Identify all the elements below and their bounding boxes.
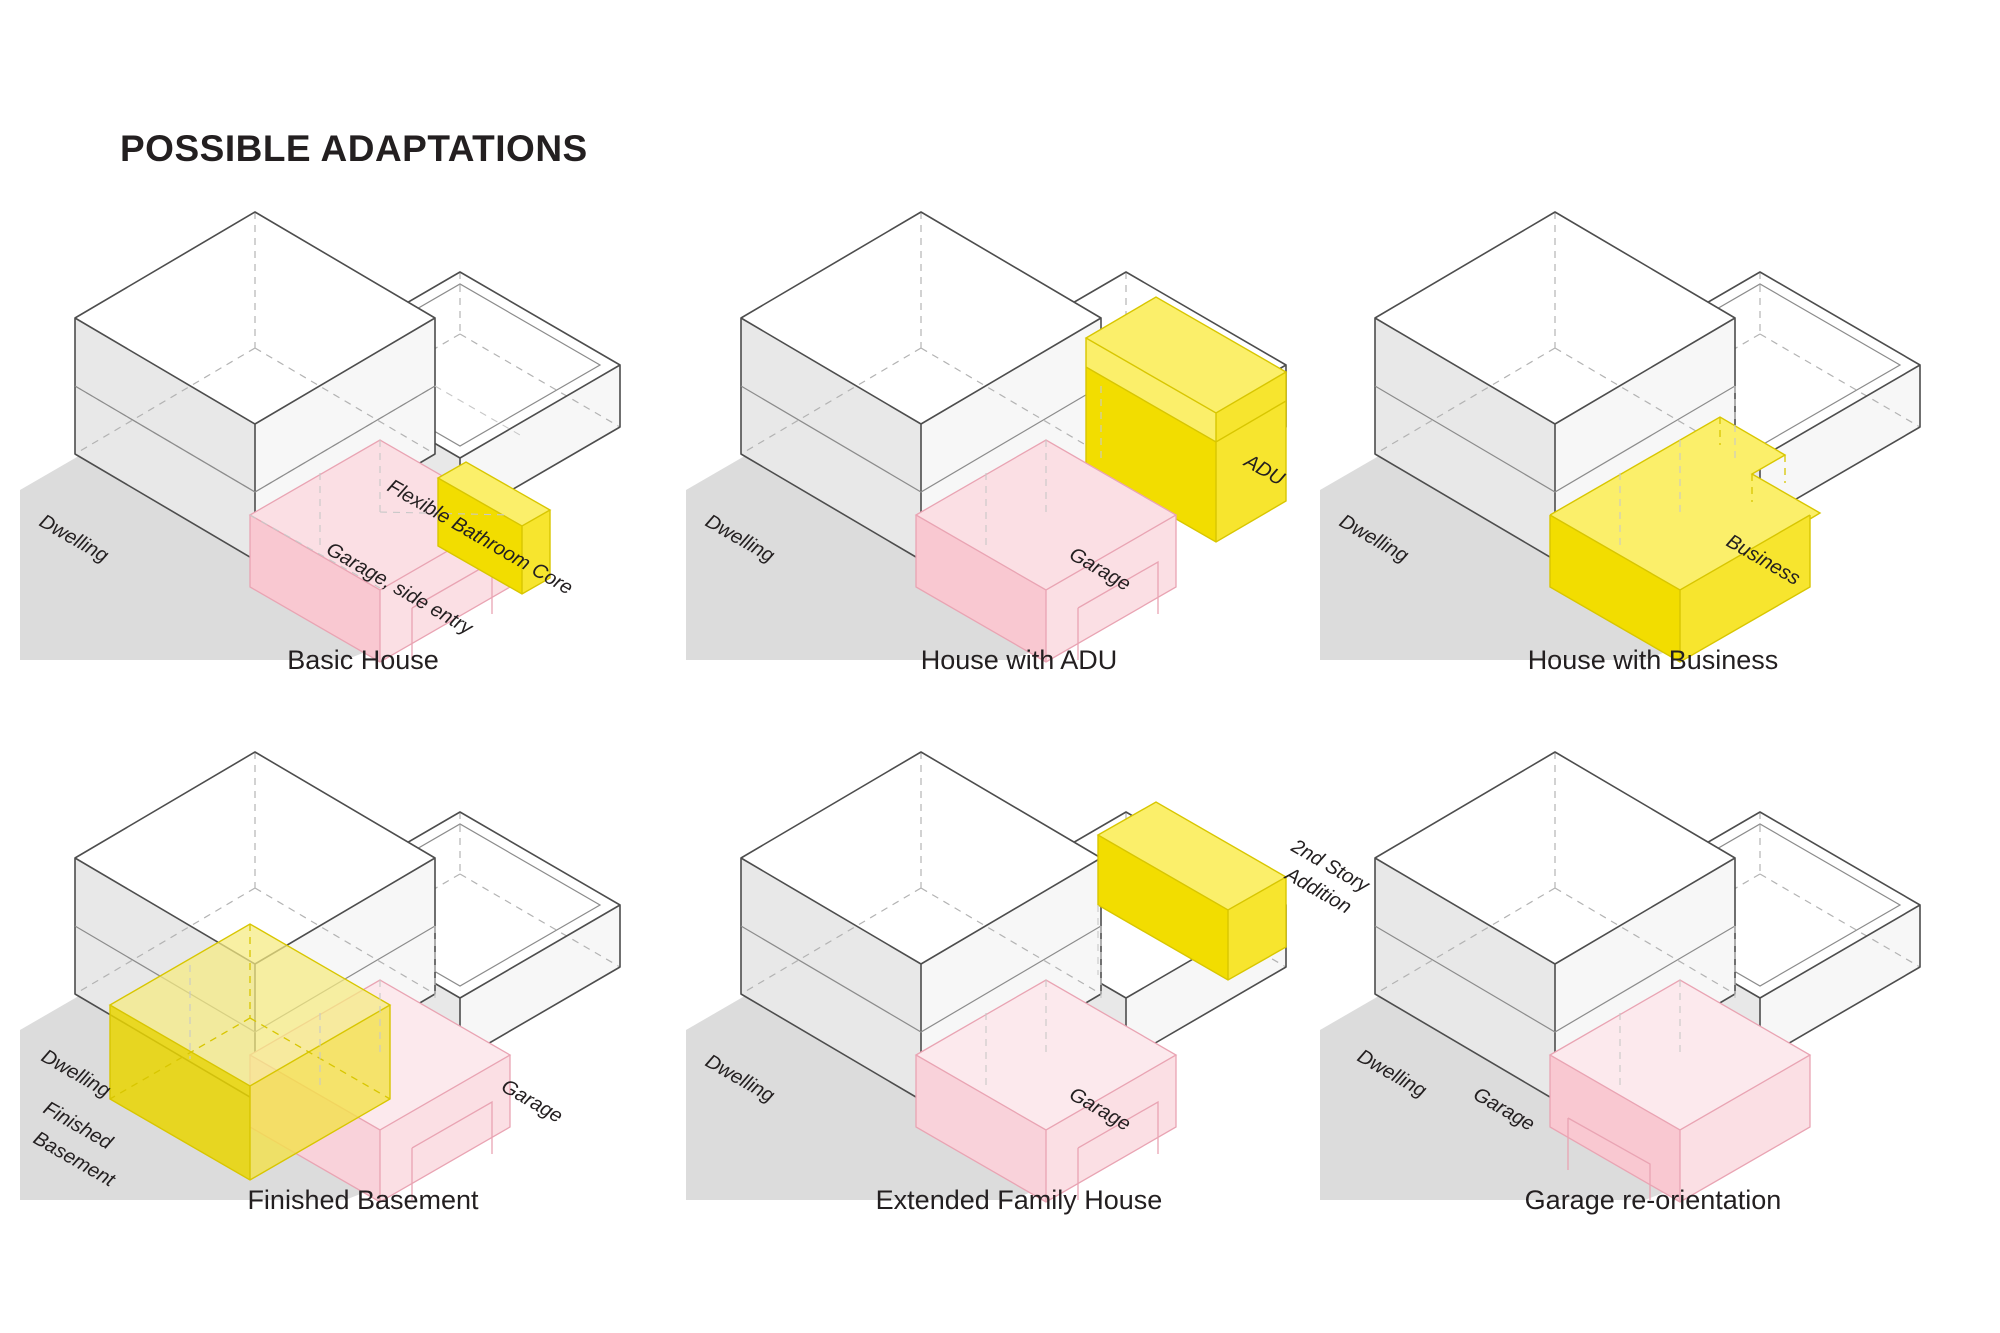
- isometric-diagram-house-with-adu: Dwelling Garage ADU: [686, 190, 1352, 663]
- diagram-card-house-with-adu: Dwelling Garage ADU House with ADU: [686, 190, 1352, 735]
- dwelling-hidden-edges: [1374, 752, 1736, 995]
- garage-left-face: [916, 515, 1046, 662]
- diagram-card-extended-family-house: Dwelling Garage 2nd Story Addition Exten…: [686, 730, 1374, 1275]
- business-hidden-edges: [1719, 417, 1786, 502]
- business-right-face: [1680, 515, 1810, 662]
- addition-left-face: [1098, 835, 1228, 980]
- addition-edges: [1096, 801, 1288, 981]
- business-top-face: [1550, 417, 1820, 590]
- dwelling-floor-line: [740, 925, 1102, 1033]
- diagram-card-basic-house: Dwelling Garage, side entry Flexible Bat…: [20, 190, 686, 735]
- adu-rim-right: [1216, 372, 1286, 442]
- garage-left-face: [250, 515, 380, 662]
- bathcore-right-face: [522, 510, 550, 594]
- garage-door-opening: [411, 1100, 493, 1200]
- dwelling-hidden-edges: [740, 752, 1102, 995]
- wing-right-face: [460, 905, 620, 1060]
- garage-edges: [914, 979, 1178, 1203]
- dwelling-hidden-edges: [740, 212, 1102, 455]
- adaptations-grid: Dwelling Garage, side entry Flexible Bat…: [0, 190, 2000, 1330]
- garage-right-face: [1680, 1055, 1810, 1202]
- bathcore-edges: [436, 461, 552, 595]
- dwelling-floor-line: [1374, 385, 1736, 493]
- isometric-diagram-house-with-business: Dwelling Business: [1320, 190, 1986, 663]
- isometric-diagram-garage-re-orientation: Dwelling Garage: [1320, 730, 1986, 1203]
- adu-top-face-2: [1086, 338, 1216, 442]
- caption-basic-house: Basic House: [287, 645, 439, 675]
- dwelling-floor-line: [1374, 925, 1736, 1033]
- caption-extended-family-house: Extended Family House: [875, 1185, 1163, 1215]
- page-title: POSSIBLE ADAPTATIONS: [120, 128, 588, 169]
- garage-door-opening: [1077, 1100, 1159, 1200]
- basement-edges: [108, 923, 392, 1181]
- adu-top-face: [1086, 297, 1286, 413]
- caption-house-with-business: House with Business: [1527, 645, 1779, 675]
- isometric-diagram-finished-basement: Dwelling Finished Basement Garage: [20, 730, 686, 1203]
- dwelling-floor-line: [74, 385, 436, 493]
- dwelling-hidden-edges: [74, 752, 436, 995]
- dwelling-hidden-edges: [74, 212, 436, 493]
- bathcore-left-face: [438, 478, 522, 594]
- wing-right-face: [1760, 905, 1920, 1060]
- basement-right-face: [250, 1005, 390, 1180]
- garage-edges: [1548, 979, 1812, 1203]
- business-left-face: [1550, 515, 1680, 662]
- caption-garage-re-orientation: Garage re-orientation: [1524, 1185, 1782, 1215]
- adu-right-face: [1216, 401, 1286, 542]
- isometric-diagram-extended-family-house: Dwelling Garage 2nd Story Addition: [686, 730, 1374, 1203]
- caption-finished-basement: Finished Basement: [247, 1185, 479, 1215]
- bathcore-top-face: [438, 462, 550, 526]
- garage-door-opening-reoriented: [1567, 1117, 1651, 1200]
- dwelling-floor-line: [740, 385, 1102, 493]
- guide-hidden-lines: [249, 385, 521, 589]
- diagram-card-garage-re-orientation: Dwelling Garage Garage re-orientation: [1320, 730, 1986, 1275]
- garage-left-face: [916, 1055, 1046, 1202]
- garage-left-face: [1550, 1055, 1680, 1202]
- isometric-diagram-basic-house: Dwelling Garage, side entry Flexible Bat…: [20, 190, 686, 663]
- diagram-card-finished-basement: Dwelling Finished Basement Garage Finish…: [20, 730, 686, 1275]
- caption-house-with-adu: House with ADU: [920, 645, 1118, 675]
- adu-left-face: [1086, 367, 1216, 542]
- addition-top-face: [1098, 802, 1286, 910]
- addition-right-face: [1228, 877, 1286, 980]
- basement-left-face: [110, 1005, 250, 1180]
- garage-door-opening: [1077, 560, 1159, 660]
- garage-edges: [914, 439, 1178, 663]
- adu-edges: [1084, 296, 1288, 543]
- wing-right-face: [1760, 365, 1920, 520]
- business-edges: [1549, 416, 1822, 663]
- diagram-card-house-with-business: Dwelling Business House with Business: [1320, 190, 1986, 735]
